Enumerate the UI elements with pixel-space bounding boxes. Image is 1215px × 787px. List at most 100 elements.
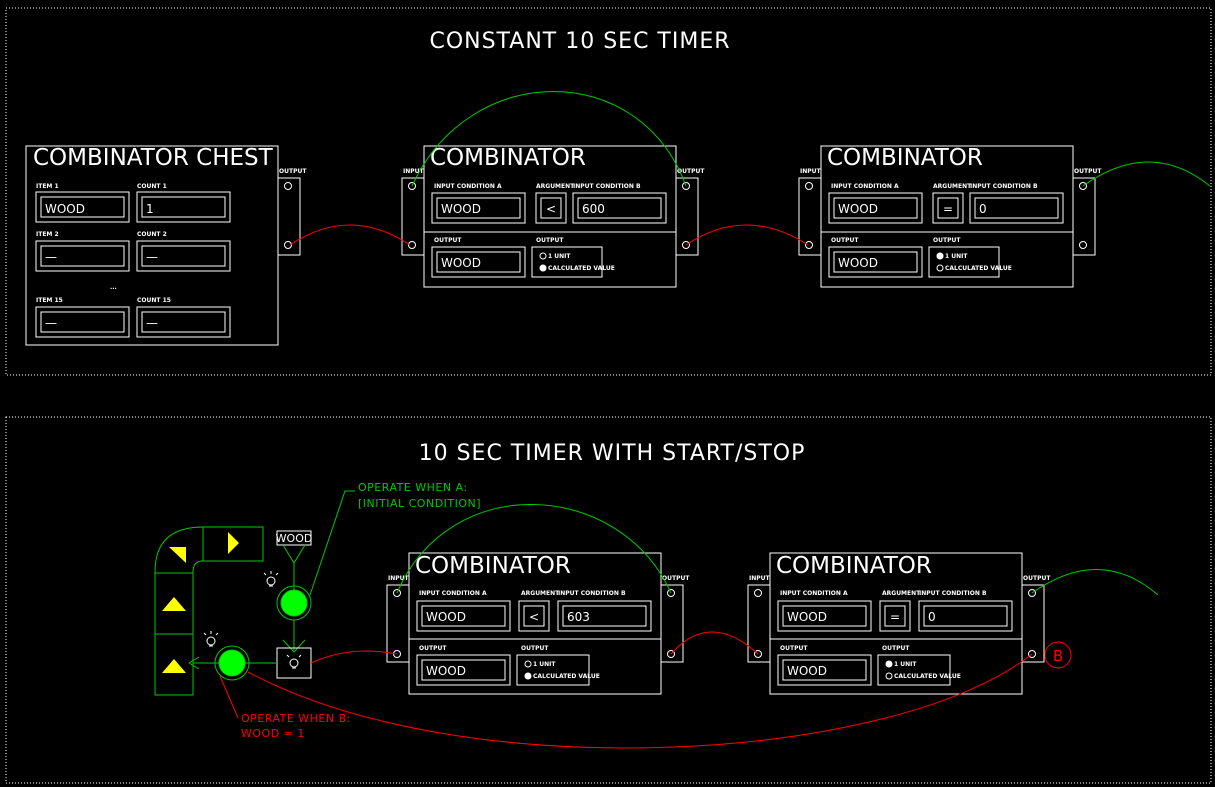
out-mode-box xyxy=(877,654,951,686)
out-field[interactable]: WOOD xyxy=(431,246,526,278)
out-field[interactable]: WOOD xyxy=(777,654,872,686)
output-terminal-green[interactable] xyxy=(682,182,690,190)
out-field[interactable]: WOOD xyxy=(828,246,923,278)
count-15-label: COUNT 15 xyxy=(137,297,171,304)
item-1-field[interactable]: WOOD xyxy=(35,191,130,223)
cond-b-label: INPUT CONDITION B xyxy=(558,590,626,597)
radio-1-unit[interactable] xyxy=(539,252,547,260)
combinator-1: INPUT COMBINATOR INPUT CONDITION A ARGUM… xyxy=(401,145,705,288)
chest-output-terminal-green[interactable] xyxy=(284,182,292,190)
input-label: INPUT xyxy=(403,168,425,175)
combinator-2: INPUT COMBINATOR INPUT CONDITION A ARGUM… xyxy=(747,552,1051,695)
output-bracket xyxy=(1021,584,1045,663)
cond-b-field[interactable]: 0 xyxy=(918,600,1013,632)
cond-a-label: INPUT CONDITION A xyxy=(419,590,487,597)
cond-b-value: 603 xyxy=(567,610,590,624)
argument-value: = xyxy=(943,202,953,216)
radio-1-unit[interactable] xyxy=(885,660,893,668)
cond-a-value: WOOD xyxy=(838,202,878,216)
argument-value: = xyxy=(890,610,900,624)
count-2-label: COUNT 2 xyxy=(137,231,167,238)
combinator-title: COMBINATOR xyxy=(415,553,571,579)
radio-calculated-label: CALCULATED VALUE xyxy=(894,673,961,680)
radio-1-unit-label: 1 UNIT xyxy=(533,661,556,668)
radio-calculated-value[interactable] xyxy=(524,672,532,680)
wood-item-tag-label: WOOD xyxy=(276,532,313,545)
chest-output-terminal-red[interactable] xyxy=(284,241,292,249)
output-terminal-green[interactable] xyxy=(1079,182,1087,190)
output-terminal-red[interactable] xyxy=(1028,650,1036,658)
radio-1-unit[interactable] xyxy=(524,660,532,668)
panel-2-frame xyxy=(5,416,1212,784)
cond-b-field[interactable]: 600 xyxy=(572,192,667,224)
input-label: INPUT xyxy=(388,575,410,582)
input-terminal-red[interactable] xyxy=(408,241,416,249)
out-label: OUTPUT xyxy=(831,237,859,244)
count-15-value: — xyxy=(146,316,158,330)
inserter-a[interactable] xyxy=(280,589,308,617)
cond-b-field[interactable]: 603 xyxy=(557,600,652,632)
radio-calculated-value[interactable] xyxy=(885,672,893,680)
marker-b-label: B xyxy=(1053,647,1063,665)
input-terminal-green[interactable] xyxy=(805,182,813,190)
lamp-icon xyxy=(203,631,219,647)
count-1-field[interactable]: 1 xyxy=(136,191,231,223)
argument-field[interactable]: = xyxy=(879,600,911,632)
argument-label: ARGUMENT xyxy=(536,183,575,190)
green-wire-comb1-feedback xyxy=(396,504,672,594)
lamp-icon xyxy=(263,571,279,587)
cond-b-field[interactable]: 0 xyxy=(969,192,1064,224)
output-terminal-red[interactable] xyxy=(667,650,675,658)
output-terminal-red[interactable] xyxy=(682,241,690,249)
radio-calculated-value[interactable] xyxy=(539,264,547,272)
cond-a-field[interactable]: WOOD xyxy=(777,600,872,632)
argument-label: ARGUMENT xyxy=(521,590,560,597)
belt-arrow-up-1 xyxy=(162,597,186,611)
radio-calculated-value[interactable] xyxy=(936,264,944,272)
input-terminal-red[interactable] xyxy=(805,241,813,249)
count-1-label: COUNT 1 xyxy=(137,183,167,190)
argument-field[interactable]: < xyxy=(535,192,567,224)
inserter-b[interactable] xyxy=(218,649,246,677)
out-value: WOOD xyxy=(787,664,827,678)
argument-value: < xyxy=(546,202,556,216)
radio-1-unit-label: 1 UNIT xyxy=(548,253,571,260)
out-label: OUTPUT xyxy=(780,645,808,652)
input-terminal-red[interactable] xyxy=(754,650,762,658)
item-15-label: ITEM 15 xyxy=(36,297,63,304)
cond-a-value: WOOD xyxy=(441,202,481,216)
input-terminal-red[interactable] xyxy=(393,650,401,658)
radio-calculated-label: CALCULATED VALUE xyxy=(533,673,600,680)
out-field[interactable]: WOOD xyxy=(416,654,511,686)
radio-1-unit[interactable] xyxy=(936,252,944,260)
output-terminal-red[interactable] xyxy=(1079,241,1087,249)
radio-1-unit-label: 1 UNIT xyxy=(894,661,917,668)
cond-a-field[interactable]: WOOD xyxy=(431,192,526,224)
item-2-field[interactable]: — xyxy=(35,240,130,272)
count-15-field[interactable]: — xyxy=(136,306,231,338)
output-terminal-green[interactable] xyxy=(667,589,675,597)
output-terminal-green[interactable] xyxy=(1028,589,1036,597)
input-terminal-green[interactable] xyxy=(393,589,401,597)
input-terminal-green[interactable] xyxy=(754,589,762,597)
argument-field[interactable]: < xyxy=(518,600,550,632)
cond-b-value: 0 xyxy=(928,610,936,624)
cond-a-field[interactable]: WOOD xyxy=(416,600,511,632)
red-wire-comb1-to-comb2 xyxy=(670,631,759,655)
red-wire-comb1-to-comb2 xyxy=(685,224,809,246)
output-label: OUTPUT xyxy=(677,168,705,175)
item-15-field[interactable]: — xyxy=(35,306,130,338)
panel-1-title: CONSTANT 10 SEC TIMER xyxy=(429,29,730,54)
cond-b-value: 600 xyxy=(582,202,605,216)
count-2-field[interactable]: — xyxy=(136,240,231,272)
green-wire-comb2-out xyxy=(1031,569,1159,596)
cond-a-field[interactable]: WOOD xyxy=(828,192,923,224)
panel-2-title: 10 SEC TIMER WITH START/STOP xyxy=(419,441,806,466)
combinator-chest: COMBINATOR CHEST ITEM 1 COUNT 1 WOOD 1 I… xyxy=(25,145,307,346)
out-value: WOOD xyxy=(441,256,481,270)
argument-field[interactable]: = xyxy=(932,192,964,224)
input-label: INPUT xyxy=(800,168,822,175)
combinator-1: INPUT COMBINATOR INPUT CONDITION A ARGUM… xyxy=(386,552,690,695)
out-value: WOOD xyxy=(838,256,878,270)
input-terminal-green[interactable] xyxy=(408,182,416,190)
